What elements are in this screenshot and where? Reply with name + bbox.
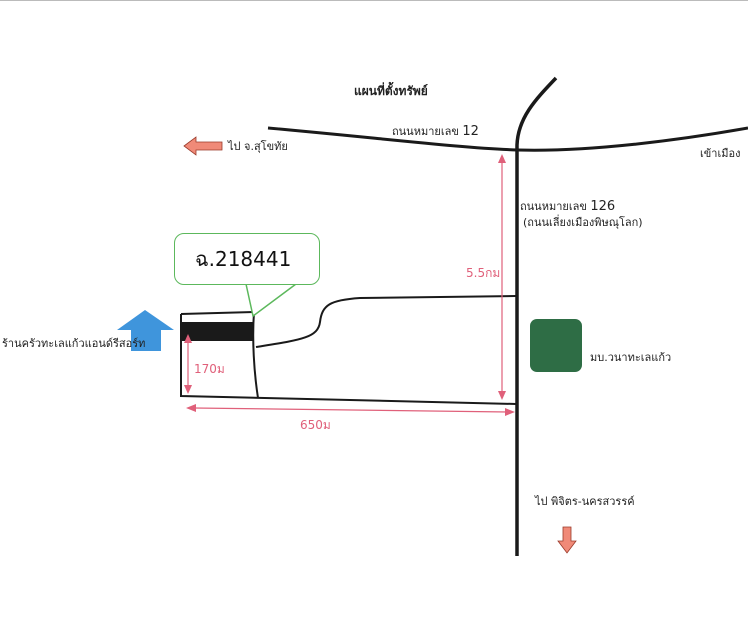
shop-name-label: ร้านครัวทะเลแก้วแอนด์รีสอร์ท — [2, 337, 146, 350]
road-12-line — [267, 126, 748, 152]
road-126-prefix: ถนนหมายเลข — [520, 200, 587, 213]
road-12-label: ถนนหมายเลข 12 — [392, 122, 479, 140]
arrow-up-blue-icon — [117, 310, 174, 351]
road-126-number: 126 — [590, 199, 616, 214]
arrow-left-icon — [183, 136, 223, 156]
road-12-prefix: ถนนหมายเลข — [392, 125, 459, 138]
plot-frontage-band — [182, 322, 254, 341]
arrow-down-icon — [557, 526, 577, 554]
access-lane-line — [255, 295, 517, 348]
road-126-label: ถนนหมายเลข 126 — [520, 197, 615, 215]
village-green-block — [530, 319, 582, 372]
road-12-number: 12 — [462, 124, 479, 139]
plot-right-edge — [252, 311, 259, 399]
plot-top-edge — [180, 311, 255, 315]
deed-number: ฉ.218441 — [195, 247, 292, 271]
deed-callout-pointer — [245, 283, 297, 318]
dimension-650m — [186, 404, 515, 416]
map-title: แผนที่ตั้งทรัพย์ — [354, 84, 428, 98]
dimension-170m — [184, 334, 192, 394]
road-126-line — [515, 76, 558, 556]
distance-to-road-label: 5.5กม — [466, 266, 501, 280]
top-border-line — [0, 0, 748, 1]
village-name-label: มบ.วนาทะเลแก้ว — [590, 351, 672, 364]
dimension-5-5km — [498, 154, 506, 400]
to-sukhothai-label: ไป จ.สุโขทัย — [228, 140, 288, 153]
to-city-label: เข้าเมือง — [700, 147, 741, 160]
plot-depth-label: 170ม — [194, 362, 225, 376]
plot-outline — [180, 314, 517, 405]
deed-callout-box — [174, 233, 320, 285]
to-phichit-label: ไป พิจิตร-นครสวรรค์ — [535, 495, 635, 508]
plot-width-label: 650ม — [300, 418, 331, 432]
bypass-name-label: (ถนนเลี่ยงเมืองพิษณุโลก) — [523, 216, 643, 229]
